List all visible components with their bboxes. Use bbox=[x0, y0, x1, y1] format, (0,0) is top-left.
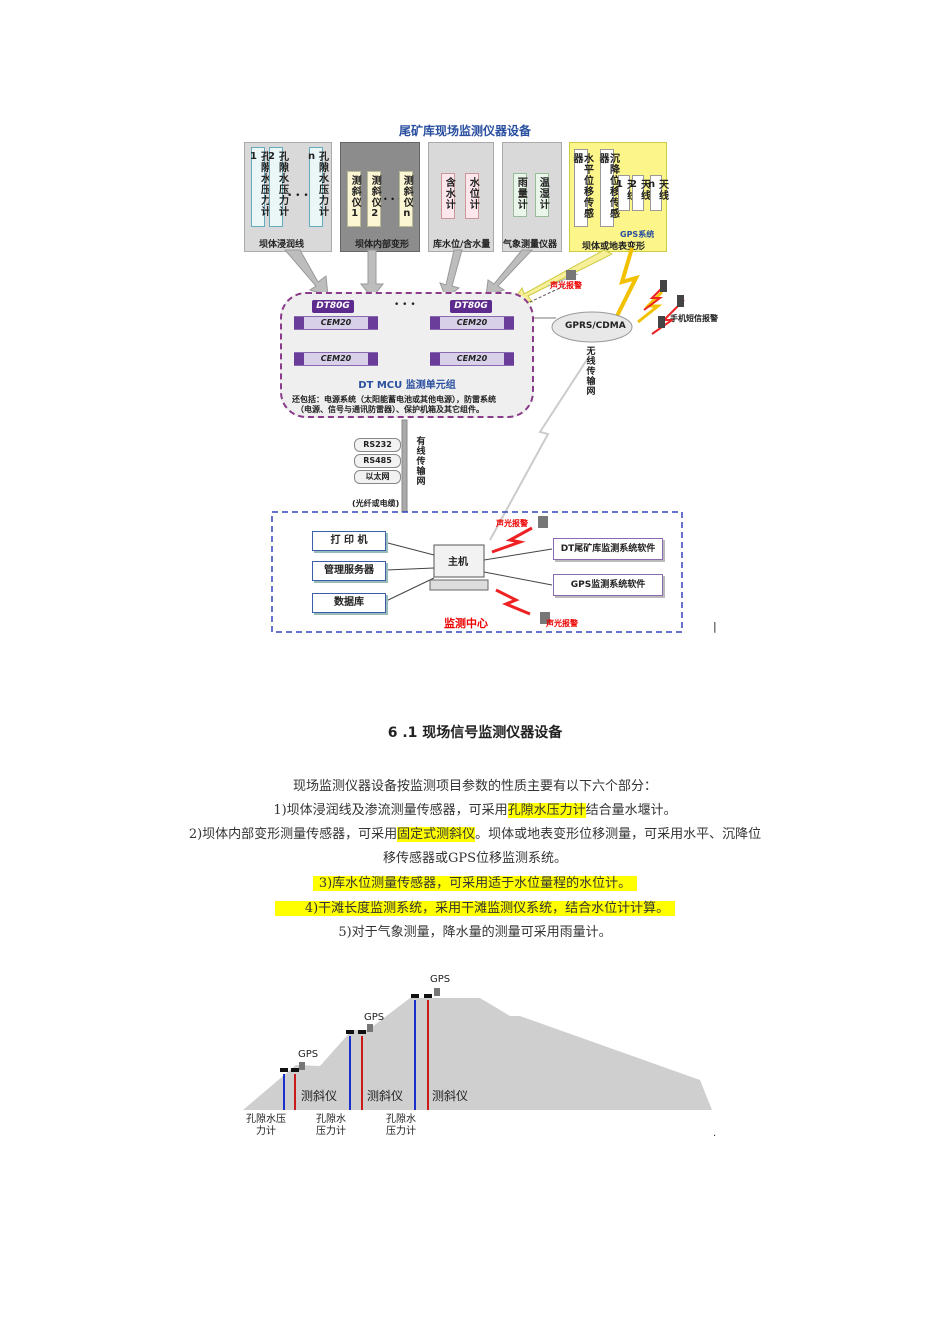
alarm-label: 声光报警 bbox=[496, 519, 528, 528]
dt80g-module: DT80G bbox=[312, 300, 354, 313]
inclinometer-label: 测斜仪 bbox=[367, 1089, 403, 1103]
piezometer-label: 孔隙水压 bbox=[246, 1112, 286, 1125]
sensor-col: 含水计 bbox=[441, 173, 455, 219]
ellipsis: • • • bbox=[287, 191, 309, 201]
host-label: 主机 bbox=[448, 557, 468, 568]
sensor-col: 天线2 bbox=[628, 175, 650, 211]
list-item-5: 5)对于气象测量，降水量的测量可采用雨量计。 bbox=[338, 925, 612, 940]
mcu-title: DT MCU 监测单元组 bbox=[358, 380, 456, 391]
piezometer-label: 压力计 bbox=[316, 1124, 346, 1137]
item-text: 结合量水堰计。 bbox=[585, 803, 677, 818]
group-water-level: 含水计 水位计 库水位/含水量 bbox=[428, 142, 494, 252]
highlight: 4)干滩长度监测系统，采用干滩监测仪系统，结合水位计计算。 bbox=[274, 901, 676, 916]
ellipsis: • • • bbox=[383, 195, 403, 204]
cem20-module: CEM20 bbox=[294, 316, 378, 330]
highlight: 3)库水位测量传感器，可采用适于水位量程的水位计。 bbox=[312, 876, 638, 891]
sms-alarm-label: 手机短信报警 bbox=[670, 314, 718, 323]
cem20-module: CEM20 bbox=[430, 316, 514, 330]
diagram-title: 尾矿库现场监测仪器设备 bbox=[398, 124, 531, 138]
gps-label: GPS bbox=[364, 1012, 384, 1023]
cem20-module: CEM20 bbox=[430, 352, 514, 366]
group-deformation: 水平位移传感器 沉降位移传感器 天线1 天线2 天线n GPS系统 坝体或地表变… bbox=[569, 142, 668, 252]
rs232-label: RS232 bbox=[354, 438, 401, 452]
sensor-col: 沉降位移传感器 bbox=[597, 149, 619, 227]
list-item-1: 1)坝体浸润线及渗流测量传感器，可采用孔隙水压力计结合量水堰计。 bbox=[0, 799, 950, 818]
highlight: 固定式测斜仪 bbox=[397, 827, 476, 842]
list-item-3: 3)库水位测量传感器，可采用适于水位量程的水位计。 bbox=[0, 872, 950, 891]
dam-cross-section: GPS GPS GPS 测斜仪 测斜仪 测斜仪 孔隙水压 力计 孔隙水 压力计 … bbox=[243, 974, 716, 1139]
group-label: 坝体浸润线 bbox=[259, 240, 305, 250]
sensor-col: 测斜仪1 bbox=[347, 171, 361, 227]
wired-label: 有线传输网 bbox=[414, 436, 425, 486]
gps-label: GPS bbox=[430, 974, 450, 985]
sensor-col: 测斜仪2 bbox=[367, 171, 381, 227]
piezometer-label: 孔隙水 bbox=[386, 1112, 416, 1125]
ethernet-label: 以太网 bbox=[354, 470, 401, 484]
list-item-2-cont: 移传感器或GPS位移监测系统。 bbox=[382, 851, 568, 866]
group-inclinometer: 测斜仪1 测斜仪2 • • • 测斜仪n 坝体内部变形 bbox=[340, 142, 420, 252]
dam-body bbox=[243, 998, 712, 1110]
ellipsis: • • • bbox=[394, 300, 416, 310]
edge-mark: | bbox=[713, 620, 717, 633]
group-label: 气象测量仪器 bbox=[503, 240, 558, 250]
piezometer-label: 孔隙水 bbox=[316, 1112, 346, 1125]
yellow-arrow bbox=[513, 249, 614, 303]
mcu-note: （电源、信号与通讯防雷器）、保护机箱及其它组件。 bbox=[296, 405, 484, 414]
connector-lines bbox=[271, 247, 685, 633]
wireless-label: 无线传输网 bbox=[584, 346, 595, 396]
edge-mark: . bbox=[713, 1128, 716, 1139]
gps-software-box: GPS监测系统软件 bbox=[553, 574, 663, 596]
gps-label: GPS bbox=[298, 1049, 318, 1060]
sensor-col: 天线n bbox=[646, 175, 668, 211]
list-item-4: 4)干滩长度监测系统，采用干滩监测仪系统，结合水位计计算。 bbox=[0, 897, 950, 916]
group-label: 坝体内部变形 bbox=[355, 240, 410, 250]
highlight: 孔隙水压力计 bbox=[507, 803, 586, 818]
item-text: 1)坝体浸润线及渗流测量传感器，可采用 bbox=[273, 803, 508, 818]
mcu-group: DT80G CEM20 • • • DT80G CEM20 CEM20 CEM2… bbox=[280, 292, 534, 418]
mcu-note: 还包括：电源系统（太阳能蓄电池或其他电源），防雷系统 bbox=[292, 395, 496, 404]
sensor-col: 孔隙水压力计1 bbox=[248, 147, 270, 227]
list-item-2: 2)坝体内部变形测量传感器，可采用固定式测斜仪。坝体或地表变形位移测量，可采用水… bbox=[0, 823, 950, 842]
intro-text: 现场监测仪器设备按监测项目参数的性质主要有以下六个部分： bbox=[292, 779, 657, 794]
sensor-col: 测斜仪n bbox=[399, 171, 413, 227]
database-box: 数据库 bbox=[312, 593, 386, 613]
printer-box: 打 印 机 bbox=[312, 531, 386, 551]
sensor-col: 孔隙水压力计n bbox=[306, 147, 328, 227]
gps-system-label: GPS系统 bbox=[620, 230, 655, 239]
instrument-poles bbox=[280, 988, 440, 1110]
alarm-label: 声光报警 bbox=[546, 619, 578, 628]
dt80g-module: DT80G bbox=[450, 300, 492, 313]
item-text: 。坝体或地表变形位移测量，可采用水平、沉降位 bbox=[475, 827, 762, 842]
server-box: 管理服务器 bbox=[312, 561, 386, 581]
sensor-col: 水位计 bbox=[465, 173, 479, 219]
gprs-label: GPRS/CDMA bbox=[565, 321, 626, 331]
inclinometer-label: 测斜仪 bbox=[301, 1089, 337, 1103]
cem20-module: CEM20 bbox=[294, 352, 378, 366]
item-text: 2)坝体内部变形测量传感器，可采用 bbox=[188, 827, 398, 842]
sensor-col: 孔隙水压力计2 bbox=[266, 147, 288, 227]
center-label: 监测中心 bbox=[444, 617, 488, 630]
section-heading: 6 .1 现场信号监测仪器设备 bbox=[387, 725, 563, 741]
piezometer-label: 压力计 bbox=[386, 1124, 416, 1137]
cable-label: (光纤或电缆) bbox=[352, 499, 400, 508]
group-label: 库水位/含水量 bbox=[433, 240, 491, 250]
alarm-label: 声光报警 bbox=[550, 281, 582, 290]
piezometer-label: 力计 bbox=[256, 1124, 276, 1137]
sensor-col: 温湿计 bbox=[535, 173, 549, 217]
group-pore-pressure: 孔隙水压力计1 孔隙水压力计2 • • • 孔隙水压力计n 坝体浸润线 bbox=[244, 142, 332, 252]
sensor-col: 雨量计 bbox=[513, 173, 527, 217]
rs485-label: RS485 bbox=[354, 454, 401, 468]
sensor-col: 天线1 bbox=[614, 175, 636, 211]
dt-software-box: DT尾矿库监测系统软件 bbox=[553, 538, 663, 560]
sensor-col: 水平位移传感器 bbox=[571, 149, 593, 227]
inclinometer-label: 测斜仪 bbox=[432, 1089, 468, 1103]
group-label: 坝体或地表变形 bbox=[582, 242, 646, 252]
group-weather: 雨量计 温湿计 气象测量仪器 bbox=[502, 142, 562, 252]
